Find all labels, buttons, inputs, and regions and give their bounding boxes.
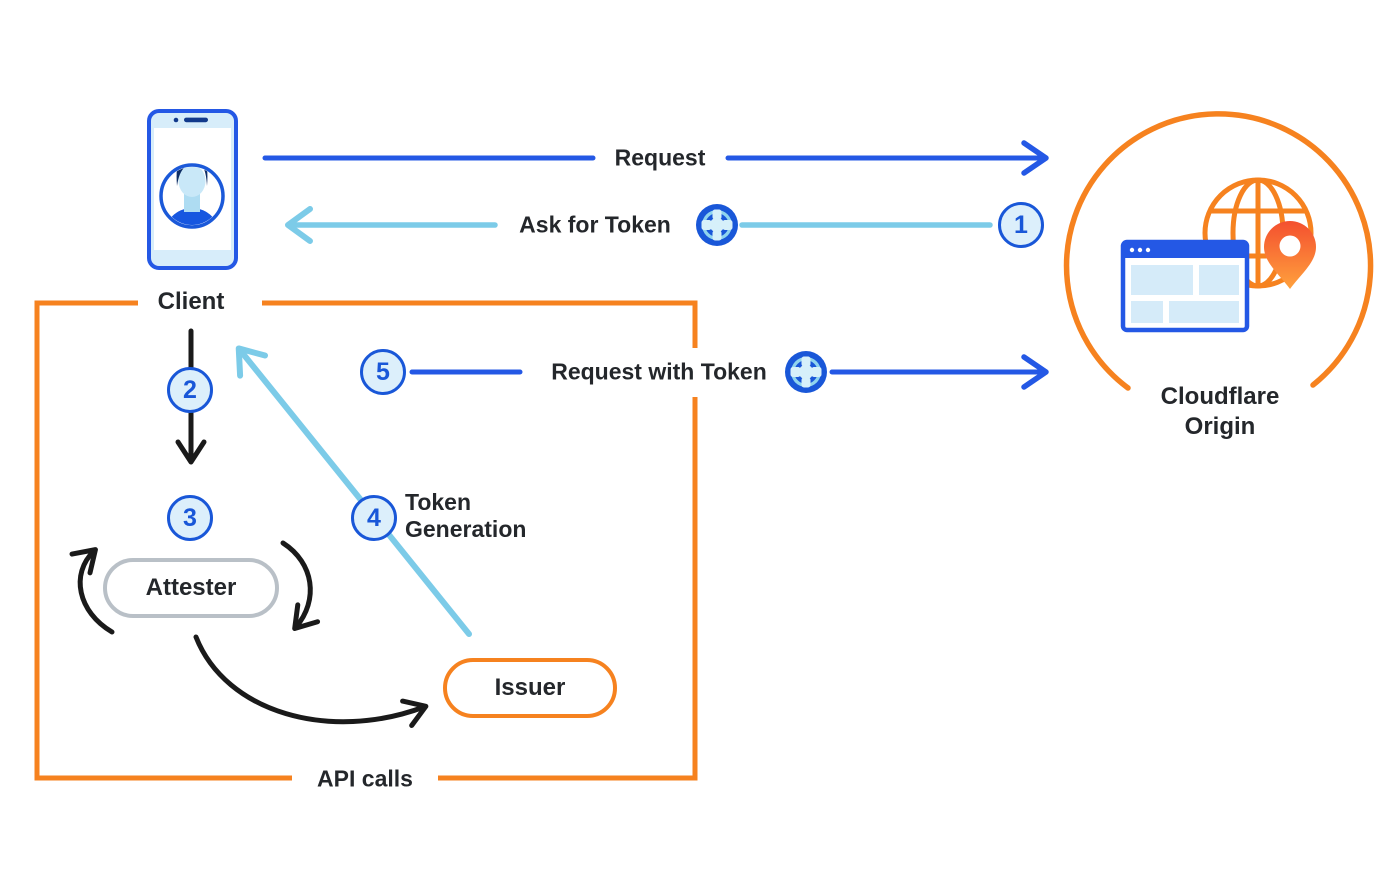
step-badge-4: 4	[351, 495, 397, 541]
api-calls-label: API calls	[317, 765, 413, 792]
location-pin-icon	[1264, 221, 1316, 289]
api-calls-box	[34, 300, 698, 781]
request-label: Request	[614, 144, 706, 171]
attester-to-issuer-arrow	[193, 634, 429, 728]
client-label: Client	[157, 288, 225, 315]
attester-label: Attester	[145, 574, 237, 601]
ask-for-token-label: Ask for Token	[519, 211, 671, 238]
browser-window-icon	[1120, 239, 1250, 333]
client-phone-icon	[147, 109, 238, 270]
origin-circle	[1063, 111, 1374, 391]
user-avatar-icon	[159, 163, 225, 229]
attester-node: Attester	[103, 558, 279, 618]
cloudflare-origin-label: Cloudflare Origin	[1160, 383, 1280, 440]
step-badge-2: 2	[167, 367, 213, 413]
token-icon	[785, 351, 827, 393]
attester-cycle-right-arrow	[280, 540, 321, 632]
token-generation-label: Token Generation	[405, 489, 527, 542]
request-with-token-label: Request with Token	[551, 358, 767, 385]
issuer-node: Issuer	[443, 658, 617, 718]
attester-cycle-left-arrow	[69, 547, 115, 635]
step-badge-5: 5	[360, 349, 406, 395]
token-icon	[696, 204, 738, 246]
step-badge-1: 1	[998, 202, 1044, 248]
step-badge-3: 3	[167, 495, 213, 541]
token-generation-arrow	[235, 345, 472, 637]
issuer-label: Issuer	[494, 674, 566, 701]
